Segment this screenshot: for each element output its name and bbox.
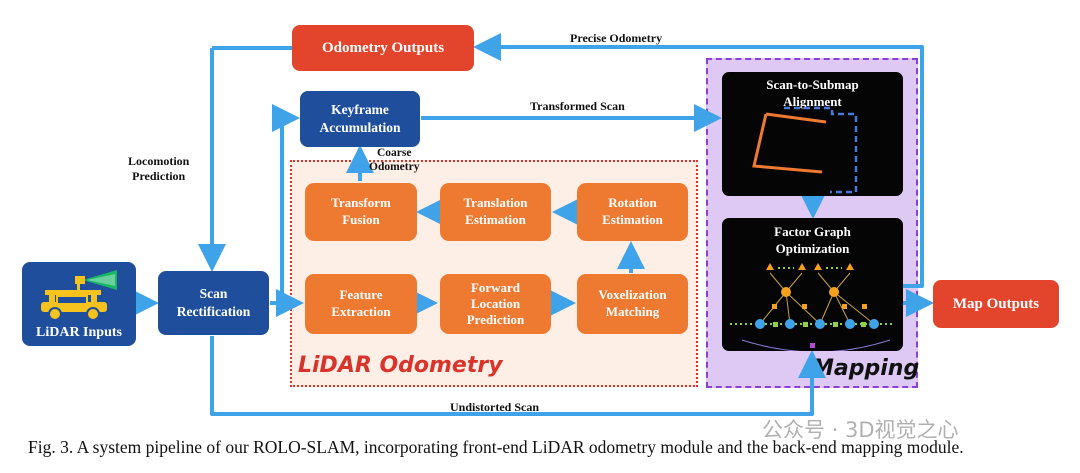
scan-alignment-illustration [752,106,858,194]
keyframe-accumulation-node: Keyframe Accumulation [300,91,420,147]
edge-label-locomotion-prediction: Locomotion Prediction [128,154,190,183]
edge-label-precise-odometry: Precise Odometry [570,31,663,45]
edge-label-coarse-odometry: Coarse Odometry [369,147,420,174]
transform-fusion-node: Transform Fusion [305,183,417,241]
factor-graph-node: Factor Graph Optimization [722,218,903,351]
lidar-vehicle-icon [41,270,117,320]
map-outputs-node: Map Outputs [933,280,1059,328]
scan-to-submap-node: Scan-to-Submap Alignment [722,72,903,196]
lidar-inputs-node: LiDAR Inputs [22,262,136,346]
forward-location-prediction-node: Forward Location Prediction [440,274,551,334]
edge-label-transformed-scan: Transformed Scan [530,99,625,113]
translation-estimation-node: Translation Estimation [440,183,551,241]
edge-label-undistorted-scan: Undistorted Scan [450,400,540,414]
mapping-title: Mapping [812,356,920,381]
factor-graph-illustration [730,263,894,351]
voxelization-matching-node: Voxelization Matching [577,274,688,334]
scan-rectification-node: Scan Rectification [158,271,269,335]
odometry-outputs-node: Odometry Outputs [292,25,474,71]
scan-to-submap-label: Scan-to-Submap Alignment [766,77,859,109]
watermark: 公众号 · 3D视觉之心 [762,418,959,442]
factor-graph-label: Factor Graph Optimization [774,224,851,256]
rotation-estimation-node: Rotation Estimation [577,183,688,241]
figure-caption: Fig. 3. A system pipeline of our ROLO-SL… [28,437,964,457]
lidar-inputs-label: LiDAR Inputs [36,325,122,340]
lidar-odometry-title: LiDAR Odometry [298,353,503,378]
feature-extraction-node: Feature Extraction [305,274,417,334]
